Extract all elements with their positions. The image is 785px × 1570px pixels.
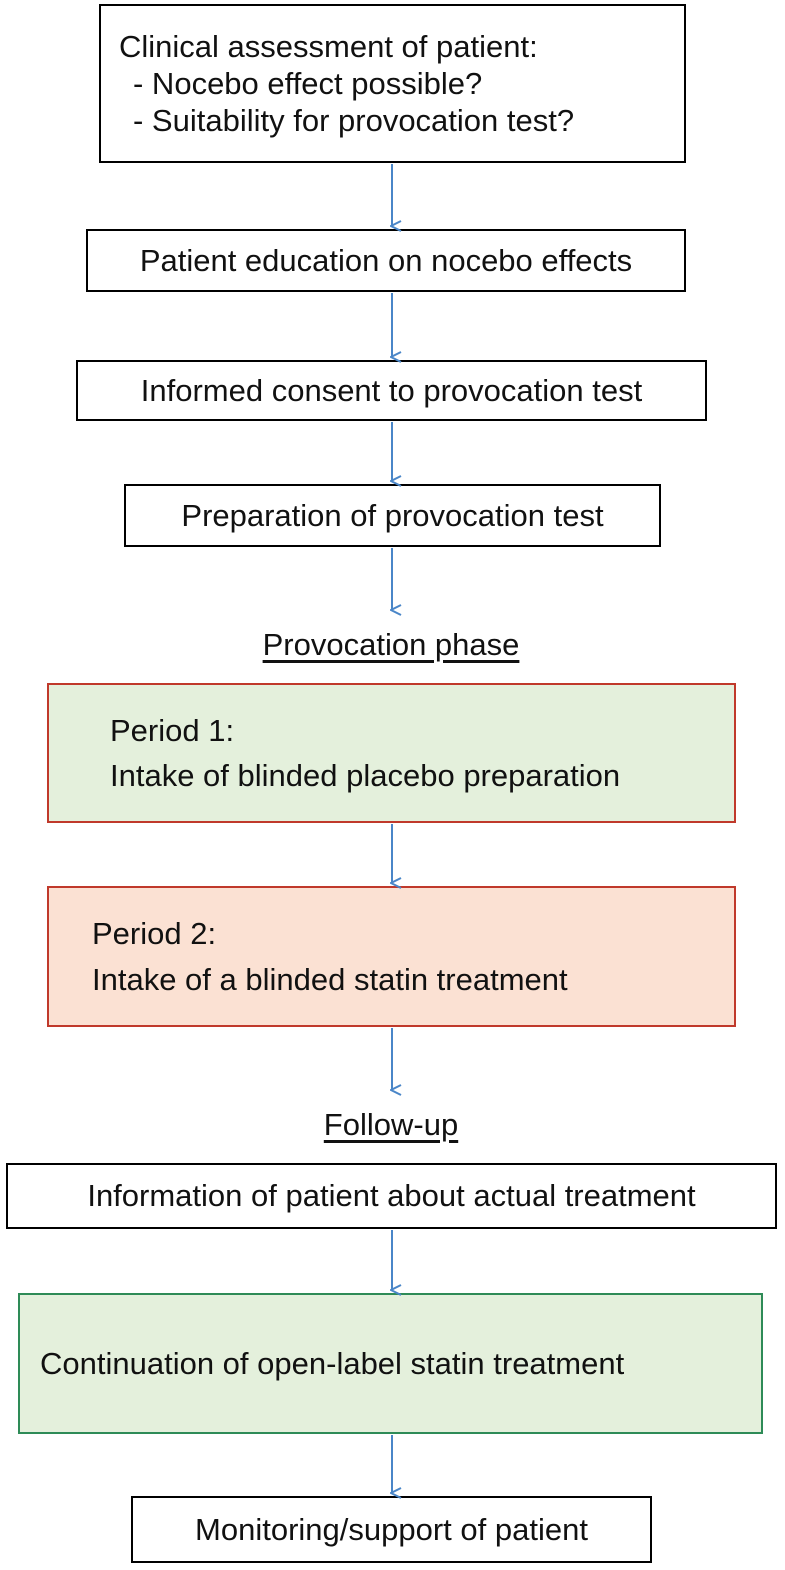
preparation-label: Preparation of provocation test [181, 497, 604, 533]
education-box: Patient education on nocebo effects [86, 229, 686, 292]
provocation-phase-heading: Provocation phase [262, 627, 520, 662]
period2-text: Intake of a blinded statin treatment [92, 961, 568, 997]
information-label: Information of patient about actual trea… [87, 1178, 696, 1214]
monitoring-label: Monitoring/support of patient [195, 1511, 588, 1547]
period1-text: Intake of blinded placebo preparation [110, 758, 621, 793]
assessment-box: Clinical assessment of patient: - Nocebo… [99, 4, 686, 163]
information-box: Information of patient about actual trea… [6, 1163, 777, 1229]
period1-title: Period 1: [110, 712, 235, 748]
monitoring-box: Monitoring/support of patient [131, 1496, 652, 1563]
assessment-title: Clinical assessment of patient: [119, 28, 538, 64]
continuation-label: Continuation of open-label statin treatm… [40, 1345, 625, 1381]
education-label: Patient education on nocebo effects [139, 242, 633, 278]
assessment-item-nocebo: - Nocebo effect possible? [133, 65, 483, 101]
preparation-box: Preparation of provocation test [124, 484, 661, 547]
period1-box: Period 1: Intake of blinded placebo prep… [47, 683, 736, 823]
assessment-item-suitability: - Suitability for provocation test? [133, 103, 575, 139]
consent-box: Informed consent to provocation test [76, 360, 707, 421]
period2-title: Period 2: [92, 916, 217, 952]
period2-box: Period 2: Intake of a blinded statin tre… [47, 886, 736, 1027]
continuation-box: Continuation of open-label statin treatm… [18, 1293, 763, 1434]
consent-label: Informed consent to provocation test [140, 372, 643, 408]
follow-up-heading: Follow-up [323, 1107, 459, 1142]
